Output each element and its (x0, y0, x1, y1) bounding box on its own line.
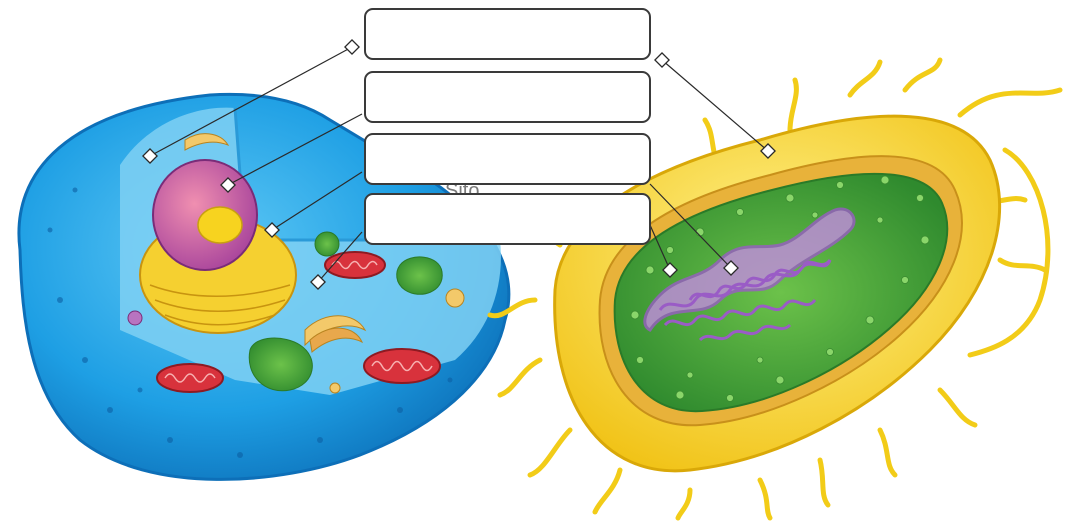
nucleolus (198, 207, 242, 243)
label-box-3[interactable] (364, 133, 651, 185)
bacterial-cell (490, 60, 1060, 518)
label-box-4[interactable] (364, 193, 651, 245)
label-box-2[interactable] (364, 71, 651, 123)
label-box-1[interactable] (364, 8, 651, 60)
